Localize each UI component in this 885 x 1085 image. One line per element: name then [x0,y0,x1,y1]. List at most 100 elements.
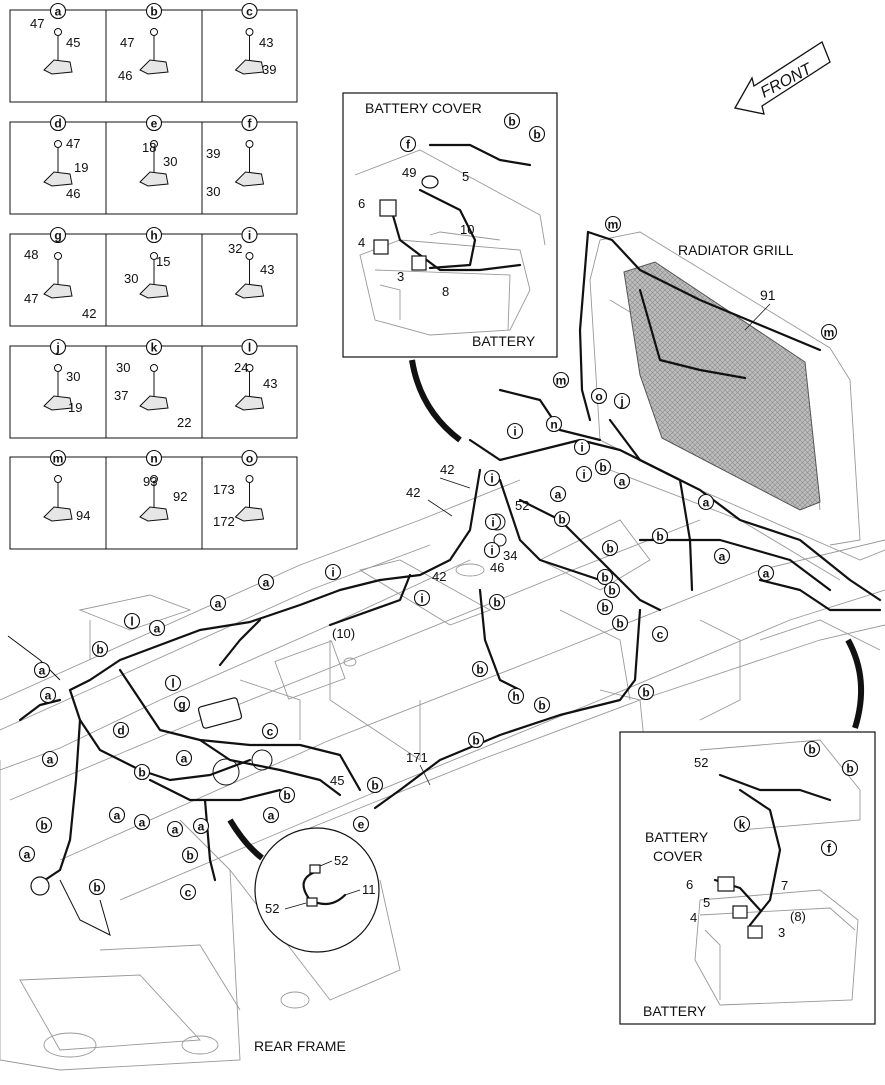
callout-l: l [123,612,141,630]
battery-footer-label: BATTERY [643,1003,707,1019]
callout-a: a [713,547,731,565]
part-label: 46 [66,186,80,201]
callout-j: j [49,338,67,356]
part-label: 30 [116,360,130,375]
callout-h: h [507,687,525,705]
radiator-grill-mesh [623,261,821,511]
callout-letter: n [550,418,557,432]
callout-letter: i [490,544,493,558]
callout-i: i [506,422,524,440]
callout-m: m [604,215,622,233]
callout-letter: m [556,374,567,388]
callout-letter: l [171,677,174,691]
callout-k: k [145,338,163,356]
callout-b: b [533,696,551,714]
callout-letter: b [656,530,663,544]
part-label: 3 [778,925,785,940]
callout-letter: i [420,592,423,606]
part-label: 42 [82,306,96,321]
front-arrow-icon: FRONT [733,41,831,115]
callout-a: a [166,820,184,838]
callout-letter: b [186,849,193,863]
callout-a: a [49,2,67,20]
callout-letter: a [763,567,770,581]
part-label: 30 [124,271,138,286]
callout-i: i [575,465,593,483]
callout-a: a [262,806,280,824]
callout-letter: n [150,452,157,466]
callout-letter: b [493,596,500,610]
callout-b: b [603,581,621,599]
callout-letter: b [808,743,815,757]
part-label: 3 [397,269,404,284]
callout-letter: i [331,566,334,580]
callout-i: i [413,589,431,607]
callout-letter: b [138,766,145,780]
callout-letter: a [39,664,46,678]
part-label: 48 [24,247,38,262]
callout-a: a [33,661,51,679]
callout-m: m [552,371,570,389]
callout-e: e [352,815,370,833]
part-label: 45 [66,35,80,50]
callout-letter: a [555,488,562,502]
part-label: 19 [68,400,82,415]
callout-m: m [820,323,838,341]
part-label: 171 [406,750,428,765]
callout-b: b [471,660,489,678]
callout-letter: i [490,472,493,486]
callout-n: n [145,449,163,467]
callout-e: e [145,114,163,132]
battery-inset: BATTERY COVER BATTERY 52 6 7 5 (8) 4 3 b… [619,638,876,1025]
callout-letter: a [172,823,179,837]
callout-letter: a [215,597,222,611]
part-label: (10) [332,626,355,641]
detail-panel-m: m94 [9,449,107,550]
callout-a: a [39,686,57,704]
part-label: 8 [442,284,449,299]
part-label: 30 [66,369,80,384]
callout-letter: a [47,753,54,767]
callout-b: b [503,112,521,130]
part-label: 47 [24,291,38,306]
callout-d: d [112,721,130,739]
callout-b: b [528,125,546,143]
callout-letter: b [642,686,649,700]
callout-b: b [145,2,163,20]
callout-k: k [733,815,751,833]
callout-letter: b [601,571,608,585]
callout-c: c [179,883,197,901]
callout-a: a [209,594,227,612]
callout-b: b [553,510,571,528]
callout-letter: b [533,128,540,142]
callout-letter: a [198,820,205,834]
callout-letter: f [248,117,253,131]
part-label: 46 [118,68,132,83]
callout-letter: e [151,117,158,131]
callout-letter: c [246,5,253,19]
part-label: 24 [234,360,248,375]
callout-letter: c [657,628,664,642]
callout-letter: b [96,643,103,657]
callout-letter: m [608,218,619,232]
part-label: 37 [114,388,128,403]
callout-letter: b [472,734,479,748]
callout-letter: b [93,881,100,895]
part-label: 30 [163,154,177,169]
callout-b: b [91,640,109,658]
part-label: 46 [490,560,504,575]
wiring-harness [7,230,882,936]
callout-j: j [613,392,631,410]
callout-f: f [820,839,838,857]
callout-letter: b [283,789,290,803]
part-label: 39 [262,62,276,77]
